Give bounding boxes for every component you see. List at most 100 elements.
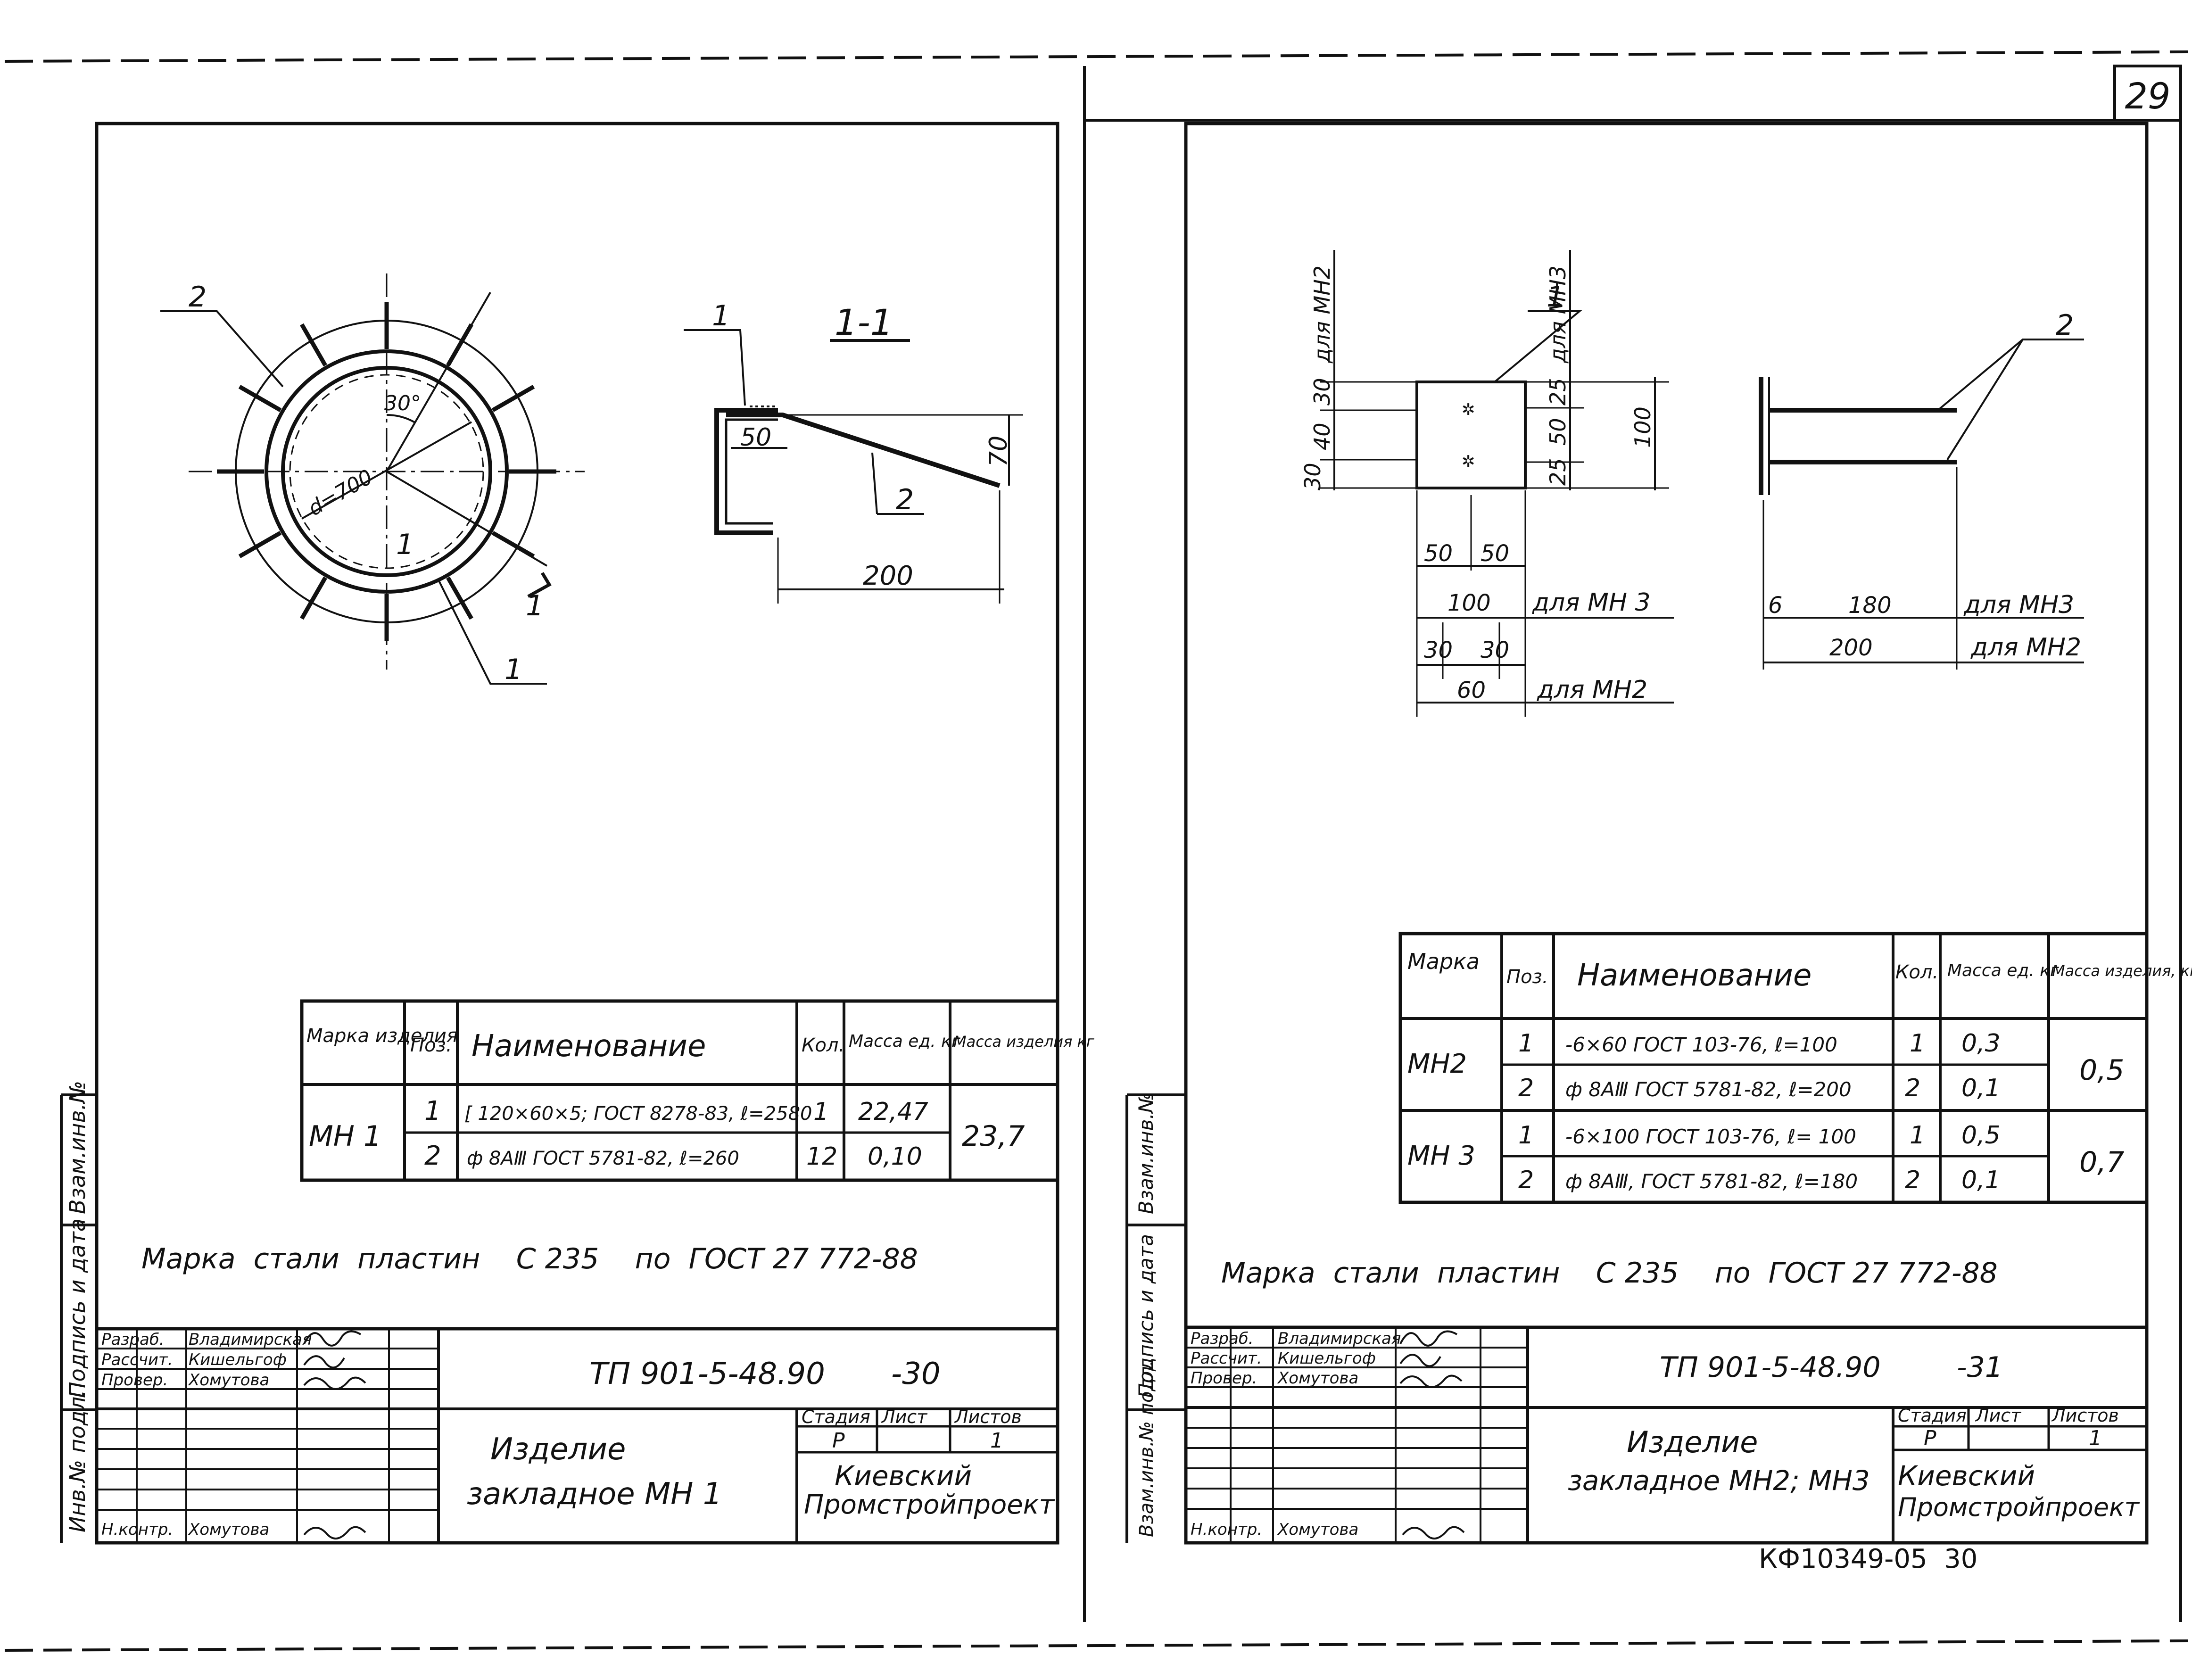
spec-r-g1-row2-qty: 2 [1905,1074,1920,1102]
dim-side-note-mh3: для МН3 [1963,591,2074,619]
margin-stamp-signature: Подпись и дата [1134,1234,1158,1398]
margin-stamp-replace: Взам.инв.№ [1134,1092,1158,1214]
dim-h-30b: 30 [1481,637,1509,663]
sheets-value-r: 1 [2089,1426,2102,1450]
margin-stamp-inv: Взам.инв.№ подл. [1136,1360,1158,1537]
title-block-right: Разраб. Рассчит. Провер. Н.контр. Владим… [1186,1325,2147,1543]
dim-v-30a: 30 [1309,378,1335,406]
callout-anchor-2: 2 [2056,309,2074,342]
spec-r-g2-row2-pos: 2 [1518,1166,1534,1194]
dim-v-40: 40 [1309,422,1335,450]
spec-r-header-pos: Поз. [1506,966,1548,988]
diameter-label: d=700 [304,465,377,521]
spec-row-2-qty: 12 [806,1142,837,1171]
signature-r-3 [1399,1374,1463,1388]
dim-side-note-mh2: для МН2 [1970,633,2081,662]
role-checked: Провер. [101,1371,168,1390]
anchor-weld-mark: ✲ [1462,400,1475,419]
cut-mark-label-top: 1 [396,528,414,561]
spec-header-mark: Марка изделия [306,1025,458,1047]
dim-v-30b: 30 [1300,463,1325,490]
margin-stamp-replace: Взам.инв.№ [65,1081,90,1214]
sheets-label: Листов [954,1407,1022,1427]
anchor-weld-mark: ✲ [1462,452,1475,471]
spec-r-g2-row1-mass: 0,5 [1961,1121,2001,1150]
spec-r-g1-total: 0,5 [2079,1054,2124,1087]
spec-r-g2-row1-qty: 1 [1910,1121,1925,1150]
org-r-line-1: Киевский [1898,1460,2035,1492]
role-calculated: Рассчит. [101,1350,173,1369]
dim-h-30a: 30 [1424,637,1453,663]
dim-200: 200 [863,561,913,591]
spec-header-total-mass: Масса изделия кг [953,1033,1094,1051]
signature-1 [303,1330,362,1347]
spec-r-g1-row1-qty: 1 [1910,1029,1925,1058]
spec-header-name: Наименование [471,1029,706,1064]
spec-r-g2-row1-name: -6×100 ГОСТ 103-76, ℓ= 100 [1565,1125,1856,1148]
spec-row-1-pos: 1 [424,1096,441,1126]
title-block-left: Разраб. Рассчит. Провер. Н.контр. Владим… [97,1327,1058,1543]
steel-note-right: Марка стали пластин С 235 по ГОСТ 27 772… [1221,1257,1998,1290]
spec-r-g1-row2-name: ф 8АⅢ ГОСТ 5781-82, ℓ=200 [1565,1078,1852,1101]
steel-note-left: Марка стали пластин С 235 по ГОСТ 27 772… [141,1242,918,1275]
spec-r-g2-total: 0,7 [2079,1146,2124,1179]
dim-h-60: 60 [1457,677,1486,703]
section-1-1: 1-1 1 2 50 70 200 [684,299,1023,604]
callout-pos-1: 1 [505,653,522,686]
dim-h-100: 100 [1448,590,1491,616]
spec-r-header-name: Наименование [1577,958,1812,993]
spec-r-header-qty: Кол. [1895,961,1938,983]
product-title-1: Изделие [490,1432,626,1467]
section-callout-2: 2 [896,483,914,516]
role-r-calculated: Рассчит. [1191,1349,1262,1368]
name-norm-control: Хомутова [188,1520,269,1539]
sheet-code: -30 [891,1357,941,1391]
name-r-developer: Владимирская [1278,1329,1401,1348]
org-r-line-2: Промстройпроект [1898,1492,2140,1522]
dim-h-50b: 50 [1481,540,1509,567]
stage-value: Р [832,1429,845,1453]
page-number: 29 [2125,75,2171,117]
sheet-code-r: -31 [1957,1351,2003,1384]
callout-pos-2: 2 [189,281,207,314]
dim-v-25b: 25 [1545,458,1571,486]
signature-2 [303,1355,345,1369]
spec-header-unit-mass: Масса ед. кг [849,1032,961,1051]
dim-70: 70 [984,436,1013,467]
spec-table-right: Марка Поз. Наименование Кол. Масса ед. к… [1398,932,2192,1204]
name-developer: Владимирская [189,1330,312,1349]
plate-side-view: 2 6 180 для МН3 200 для МН2 [1759,309,2084,670]
cut-mark-label: 1 [526,589,544,622]
dim-50: 50 [740,423,771,452]
callout-plate-1: 1 [1547,281,1564,314]
spec-mark: МН 1 [309,1120,381,1153]
spec-r-mark-mh3: МН 3 [1407,1141,1475,1171]
spec-r-mark-mh2: МН2 [1407,1049,1467,1079]
product-title-r-1: Изделие [1627,1425,1758,1459]
name-r-checked: Хомутова [1277,1369,1358,1388]
dim-side-6: 6 [1768,592,1783,619]
dim-h-note-mh2: для МН2 [1537,676,1647,704]
dim-v-50: 50 [1545,418,1571,446]
section-callout-1: 1 [712,299,730,332]
spec-row-1-qty: 1 [813,1098,829,1126]
stage-label-r: Стадия [1898,1405,1967,1426]
margin-stamp-inv: Инв.№ подл. [65,1390,90,1532]
angle-label: 30° [384,391,421,415]
plate-front-view: ✲ ✲ для МН2 30 40 30 для МН3 [1300,250,1674,717]
sheet-label-r: Лист [1975,1405,2022,1426]
spec-r-header-mark: Марка [1407,949,1480,974]
spec-row-1-mass: 22,47 [858,1098,928,1126]
role-norm-control: Н.контр. [101,1520,173,1539]
dim-side-200: 200 [1829,635,1873,661]
signature-r-4 [1402,1526,1465,1539]
spec-row-2-pos: 2 [424,1141,441,1171]
margin-stamp-signature: Подпись и дата [65,1218,90,1398]
doc-code-r: ТП 901-5-48.90 [1660,1351,1881,1384]
org-line-2: Промстройпроект [804,1490,1055,1520]
spec-r-g2-row1-pos: 1 [1518,1121,1534,1150]
section-label: 1-1 [835,301,893,343]
dim-h-50a: 50 [1424,540,1453,567]
product-title-r-2: закладное МН2; МН3 [1568,1465,1870,1497]
